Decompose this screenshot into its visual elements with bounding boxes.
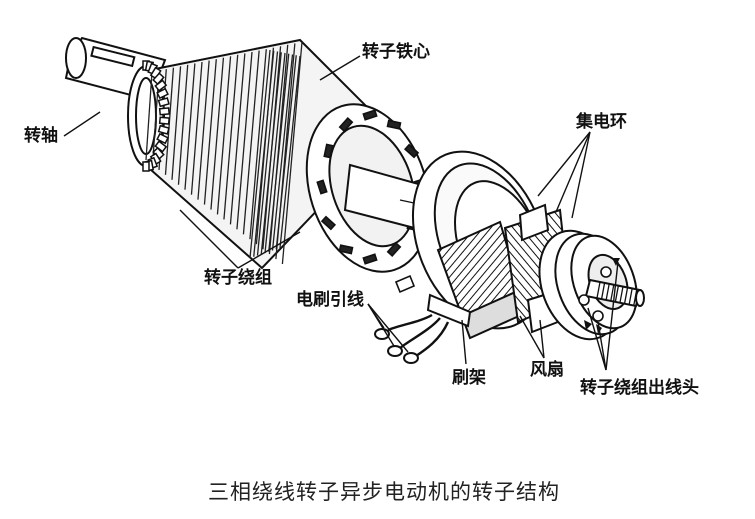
core-slot-line [229, 53, 246, 225]
thread-line [628, 288, 633, 305]
end-slot [320, 215, 337, 231]
label-slip-rings: 集电环 [576, 112, 627, 132]
leader-arrowheads [584, 258, 620, 334]
core-lamination-band [275, 55, 297, 250]
brush-lead-lugs [374, 328, 419, 364]
label-brush-holder: 刷架 [452, 368, 486, 388]
thread-line [623, 287, 629, 304]
core-slot-line [145, 71, 153, 161]
rotor-core-laminations [145, 41, 303, 265]
winding-tooth [158, 116, 170, 125]
core-slot-line [210, 57, 225, 210]
winding-tooth [158, 107, 170, 116]
core-slot-line [197, 60, 210, 200]
brush-tab [394, 274, 416, 294]
core-slot-line [216, 56, 232, 215]
rotor-winding-end-teeth [142, 60, 170, 172]
core-slot-line [184, 63, 196, 190]
core-slot-line [177, 64, 189, 185]
winding-tooth [156, 132, 169, 145]
label-rotor-winding: 转子绕组 [204, 268, 272, 288]
winding-tooth [154, 79, 168, 92]
core-slot-line [249, 49, 267, 240]
core-lamination-band [271, 54, 294, 251]
end-slot [323, 143, 334, 159]
winding-tooth [156, 87, 169, 100]
figure-caption: 三相绕线转子异步电动机的转子结构 [208, 480, 560, 504]
core-slot-line [203, 59, 217, 205]
core-slot-line [223, 54, 239, 220]
winding-tooth [157, 97, 170, 108]
thread-line [600, 282, 606, 300]
core-slot-line [190, 61, 203, 195]
core-lamination-band [279, 55, 301, 249]
winding-terminal-bolts [578, 266, 612, 322]
winding-tooth [152, 72, 165, 86]
end-slot [403, 143, 420, 159]
winding-tooth [157, 124, 170, 135]
core-slot-line [236, 51, 253, 230]
core-lamination-band [264, 52, 286, 254]
label-brush-leads: 电刷引线 [296, 290, 364, 310]
end-slot [338, 244, 354, 255]
end-slot [362, 253, 378, 265]
core-slot-line [242, 50, 260, 235]
thread-line [614, 285, 620, 302]
label-shaft: 转轴 [24, 126, 58, 146]
core-slot-line [171, 66, 182, 180]
core-lamination-band [253, 50, 275, 257]
thread-line [633, 289, 638, 306]
end-slot [386, 241, 402, 257]
core-lamination-band [268, 53, 290, 252]
thread-line [596, 281, 601, 299]
thread-line [605, 283, 610, 300]
label-rotor-core: 转子铁心 [362, 42, 430, 62]
core-lamination-band [249, 49, 271, 259]
winding-tooth [142, 161, 150, 172]
thread-line [619, 286, 624, 303]
label-fan: 风扇 [530, 360, 564, 380]
core-lamination-band [260, 52, 282, 255]
end-slot [362, 109, 378, 121]
leader-lines [63, 55, 619, 371]
thread-line [610, 284, 615, 301]
shaft-thread-lines [596, 281, 638, 306]
label-winding-terminals: 转子绕组出线头 [580, 378, 699, 398]
core-slot-line [281, 41, 303, 265]
end-slot [386, 119, 402, 130]
core-lamination-band [256, 51, 279, 256]
end-slot [338, 117, 354, 133]
end-slot [316, 179, 328, 195]
